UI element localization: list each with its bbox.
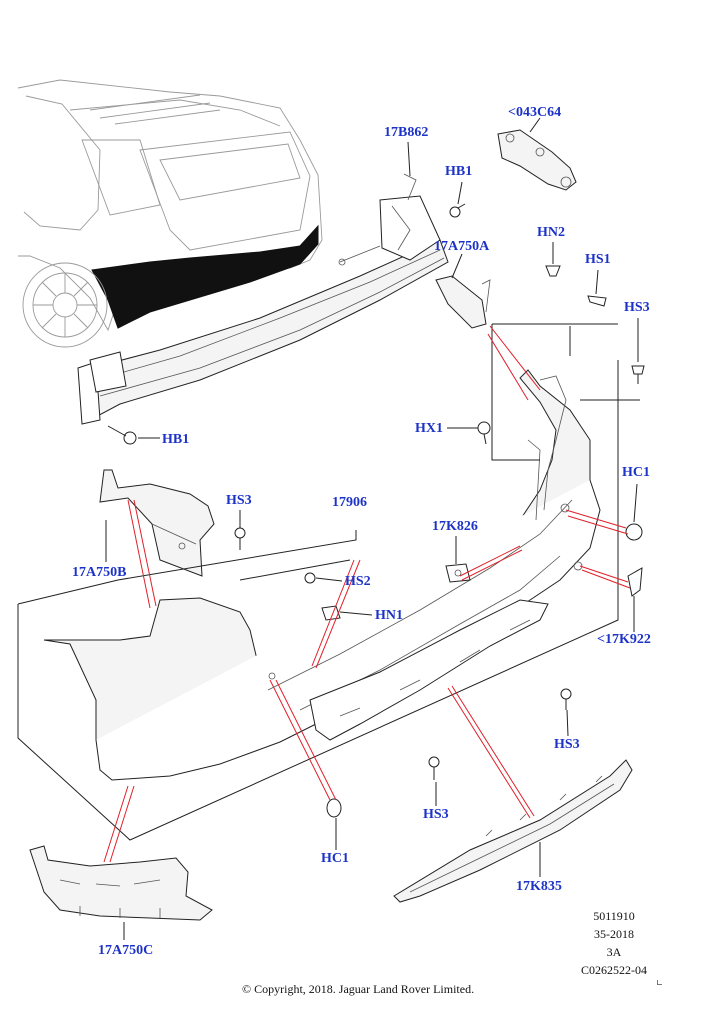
callout-17K835[interactable]: 17K835: [516, 879, 562, 894]
drawing-number: 5011910: [593, 909, 635, 923]
screw-HS3-upper[interactable]: [234, 527, 246, 550]
image-code: C0262522-04: [581, 963, 647, 977]
cap-HC1-right[interactable]: [625, 523, 643, 541]
bracket-043C64[interactable]: [497, 129, 577, 191]
callout-HS3-bottom[interactable]: HS3: [423, 807, 449, 822]
callout-17A750C[interactable]: 17A750C: [98, 943, 154, 958]
callout-HS1[interactable]: HS1: [585, 252, 611, 267]
callout-HS3-upper[interactable]: HS3: [226, 493, 252, 508]
drawing-info-block: 5011910 35-2018 3A C0262522-04: [576, 910, 652, 980]
bracket-17A750A[interactable]: [435, 275, 491, 329]
callout-HS3-lower-right[interactable]: HS3: [554, 737, 580, 752]
screw-HS3-lower-right[interactable]: [560, 688, 572, 710]
reflector-17K922[interactable]: [627, 567, 643, 597]
bumper-beam-17B862[interactable]: [77, 173, 449, 425]
cap-HC1-bottom[interactable]: [326, 798, 342, 818]
callout-17A750B[interactable]: 17A750B: [72, 565, 127, 580]
callout-17B862[interactable]: 17B862: [384, 125, 429, 140]
bracket-17A750B[interactable]: [99, 469, 215, 577]
screw-HS3-right[interactable]: [631, 365, 645, 384]
leader-lines: [105, 117, 639, 940]
bolt-HB1-left[interactable]: [107, 425, 137, 445]
bolt-HB1-top[interactable]: [449, 203, 466, 218]
callout-HS2[interactable]: HS2: [345, 574, 371, 589]
assembly-outline: [17, 323, 640, 841]
vehicle-outline: [17, 79, 323, 348]
callout-HX1[interactable]: HX1: [415, 421, 443, 436]
lower-trim-17K835[interactable]: [393, 759, 633, 903]
callout-HC1-bottom[interactable]: HC1: [321, 851, 349, 866]
copyright-notice: © Copyright, 2018. Jaguar Land Rover Lim…: [242, 982, 475, 996]
callout-HC1-right[interactable]: HC1: [622, 465, 650, 480]
sensor-bracket-17K826[interactable]: [445, 563, 471, 583]
nut-HN1[interactable]: [321, 605, 341, 621]
callout-17906[interactable]: 17906: [332, 495, 367, 510]
drawing-date: 35-2018: [594, 927, 634, 941]
drawing-revision: 3A: [606, 945, 622, 959]
bumper-cover-17906[interactable]: [43, 369, 601, 781]
callout-HB1-top[interactable]: HB1: [445, 164, 473, 179]
callout-HS3-right[interactable]: HS3: [624, 300, 650, 315]
callout-043C64[interactable]: <043C64: [508, 105, 562, 120]
callout-HN2[interactable]: HN2: [537, 225, 565, 240]
callout-17K922[interactable]: <17K922: [597, 632, 651, 647]
nut-HN2[interactable]: [545, 265, 561, 277]
callout-HB1-left[interactable]: HB1: [162, 432, 190, 447]
callout-17A750A[interactable]: 17A750A: [434, 239, 490, 254]
screw-HS1[interactable]: [587, 295, 607, 307]
screw-HS3-bottom[interactable]: [428, 756, 440, 780]
under-tray-17A750C[interactable]: [29, 845, 213, 921]
callout-HN1[interactable]: HN1: [375, 608, 403, 623]
screw-HS2[interactable]: [304, 572, 316, 584]
red-leader-lines: [103, 325, 631, 863]
corner-mark: [657, 980, 662, 985]
clip-HX1[interactable]: [477, 421, 491, 445]
callout-17K826[interactable]: 17K826: [432, 519, 478, 534]
